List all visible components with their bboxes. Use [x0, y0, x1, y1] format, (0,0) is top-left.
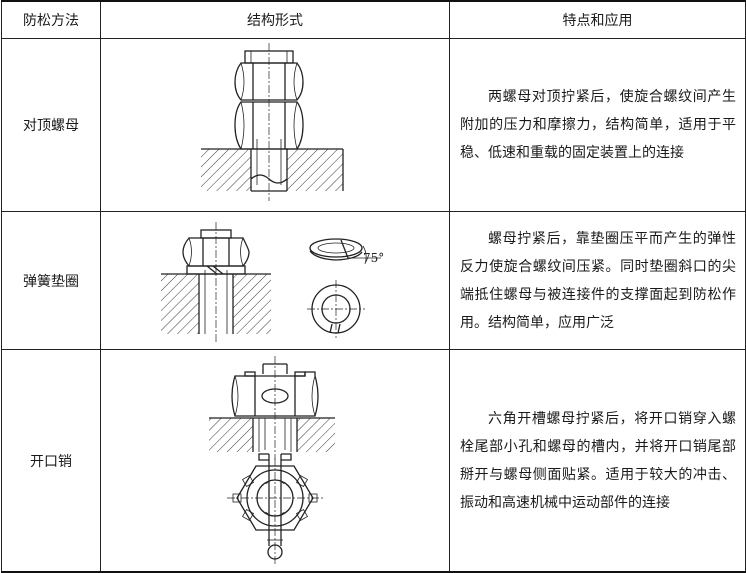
header-features: 特点和应用	[449, 0, 746, 39]
feature-cell: 六角开槽螺母拧紧后，将开口销穿入螺栓尾部小孔和螺母的槽内，并将开口销尾部掰开与螺…	[449, 349, 746, 573]
feature-text: 两螺母对顶拧紧后，使旋合螺纹间产生附加的压力和摩擦力，结构简单，适用于平稳、低速…	[460, 89, 736, 161]
feature-text: 六角开槽螺母拧紧后，将开口销穿入螺栓尾部小孔和螺母的槽内，并将开口销尾部掰开与螺…	[460, 410, 736, 511]
cotter-pin-drawing	[209, 356, 335, 564]
header-structure: 结构形式	[100, 0, 450, 39]
feature-cell: 螺母拧紧后，靠垫圈压平而产生的弹性反力使旋合螺纹间压紧。同时垫圈斜口的尖端抵住螺…	[449, 211, 746, 350]
feature-cell: 两螺母对顶拧紧后，使旋合螺纹间产生附加的压力和摩擦力，结构简单，适用于平稳、低速…	[449, 38, 746, 212]
figure-double-nut	[100, 38, 450, 212]
method-cell: 开口销	[1, 349, 101, 573]
spring-washer-drawing: 75°	[161, 222, 384, 342]
figure-spring-washer: 75°	[100, 211, 450, 350]
header-method: 防松方法	[1, 0, 101, 39]
double-nut-drawing	[201, 43, 344, 201]
table-row: 开口销	[1, 349, 746, 573]
method-cell: 对顶螺母	[1, 38, 101, 212]
table-header-row: 防松方法 结构形式 特点和应用	[1, 0, 746, 39]
feature-text: 螺母拧紧后，靠垫圈压平而产生的弹性反力使旋合螺纹间压紧。同时垫圈斜口的尖端抵住螺…	[460, 230, 736, 331]
angle-label: 75°	[363, 251, 384, 265]
figure-cotter-pin	[100, 349, 450, 573]
table-row: 对顶螺母	[1, 38, 746, 212]
table-row: 弹簧垫圈	[1, 211, 746, 350]
method-cell: 弹簧垫圈	[1, 211, 101, 350]
